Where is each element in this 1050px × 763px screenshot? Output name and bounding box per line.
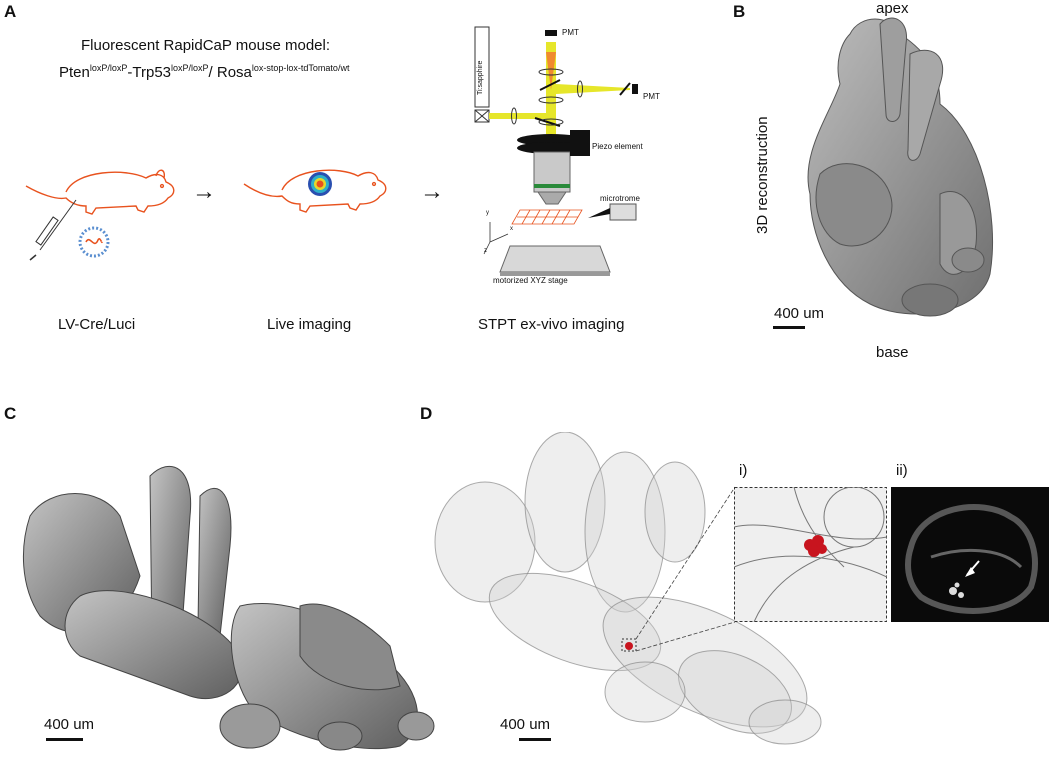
genotype-trp53-sup: loxP/loxP — [171, 63, 209, 73]
virus-particle-icon — [78, 226, 110, 258]
sample-grid — [511, 209, 583, 225]
pmt-right-label: PMT — [643, 92, 660, 101]
stage-label: motorized XYZ stage — [493, 276, 568, 285]
piezo-element — [570, 130, 590, 156]
tumor-marker — [625, 642, 633, 650]
panel-c-letter: C — [4, 404, 17, 423]
syringe-icon — [29, 199, 77, 261]
genotype-trp53: -Trp53 — [127, 64, 172, 81]
luminescence-signal-icon — [308, 172, 332, 196]
microtome-icon — [588, 203, 637, 221]
pmt-top-label: PMT — [562, 28, 579, 37]
panel-a-letter: A — [4, 2, 17, 21]
mouse-live-imaging-illustration — [243, 169, 387, 213]
laser-box — [474, 26, 490, 108]
scale-label-d: 400 um — [500, 716, 551, 733]
scale-bar-d — [519, 738, 551, 741]
vertical-beam — [546, 42, 556, 142]
scale-label-c: 400 um — [44, 716, 95, 733]
genotype-rosa-sup: lox-stop-lox-tdTomato/wt — [251, 63, 350, 73]
step-label-live: Live imaging — [267, 316, 352, 333]
inset-ii-fluorescence-image — [891, 487, 1049, 622]
step-label-injection: LV-Cre/Luci — [58, 316, 136, 333]
prostate-3d-reconstruction-b — [807, 17, 993, 317]
arrow-2: → — [420, 178, 444, 205]
inset-i-zoom — [734, 487, 887, 622]
step-label-stpt: STPT ex-vivo imaging — [478, 316, 625, 333]
arrow-1: → — [192, 178, 216, 205]
inset-i-label: i) — [739, 462, 748, 479]
axis-x-label: x — [510, 226, 513, 232]
reconstruction-label: 3D reconstruction — [754, 116, 771, 234]
panel-d-letter: D — [420, 404, 433, 423]
tumor-cluster — [804, 535, 827, 557]
apex-label: apex — [876, 0, 909, 17]
axis-z-label: z — [484, 248, 487, 254]
prostate-transparent-rendering-d — [434, 432, 822, 745]
scale-bar-c — [46, 738, 83, 741]
model-title: Fluorescent RapidCaP mouse model: — [81, 37, 331, 54]
panel-b-letter: B — [733, 2, 746, 21]
genotype-line: PtenloxP/loxP-Trp53loxP/loxP/ Rosalox-st… — [59, 63, 349, 81]
xyz-axes — [483, 222, 509, 255]
genotype-pten-sup: loxP/loxP — [89, 63, 128, 73]
genotype-rosa: / Rosa — [208, 64, 252, 81]
genotype-pten: Pten — [59, 64, 90, 81]
inset-ii-label: ii) — [896, 462, 908, 479]
prostate-3d-reconstruction-c — [23, 466, 435, 751]
base-label: base — [876, 344, 909, 361]
mouse-outline — [25, 169, 175, 215]
stpt-setup-diagram — [474, 26, 638, 276]
piezo-label: Piezo element — [592, 142, 643, 151]
scale-label-b: 400 um — [774, 305, 825, 322]
laser-beam — [489, 113, 549, 119]
axis-y-label: y — [486, 210, 489, 216]
mouse-injection-illustration — [25, 169, 175, 261]
arrow-icon — [965, 560, 980, 577]
mouse-outline — [243, 169, 387, 213]
scale-bar-b — [773, 326, 805, 329]
motorized-stage — [499, 245, 611, 273]
laser-label: Ti:sapphire — [477, 60, 484, 95]
microtome-label: microtrome — [600, 194, 641, 203]
